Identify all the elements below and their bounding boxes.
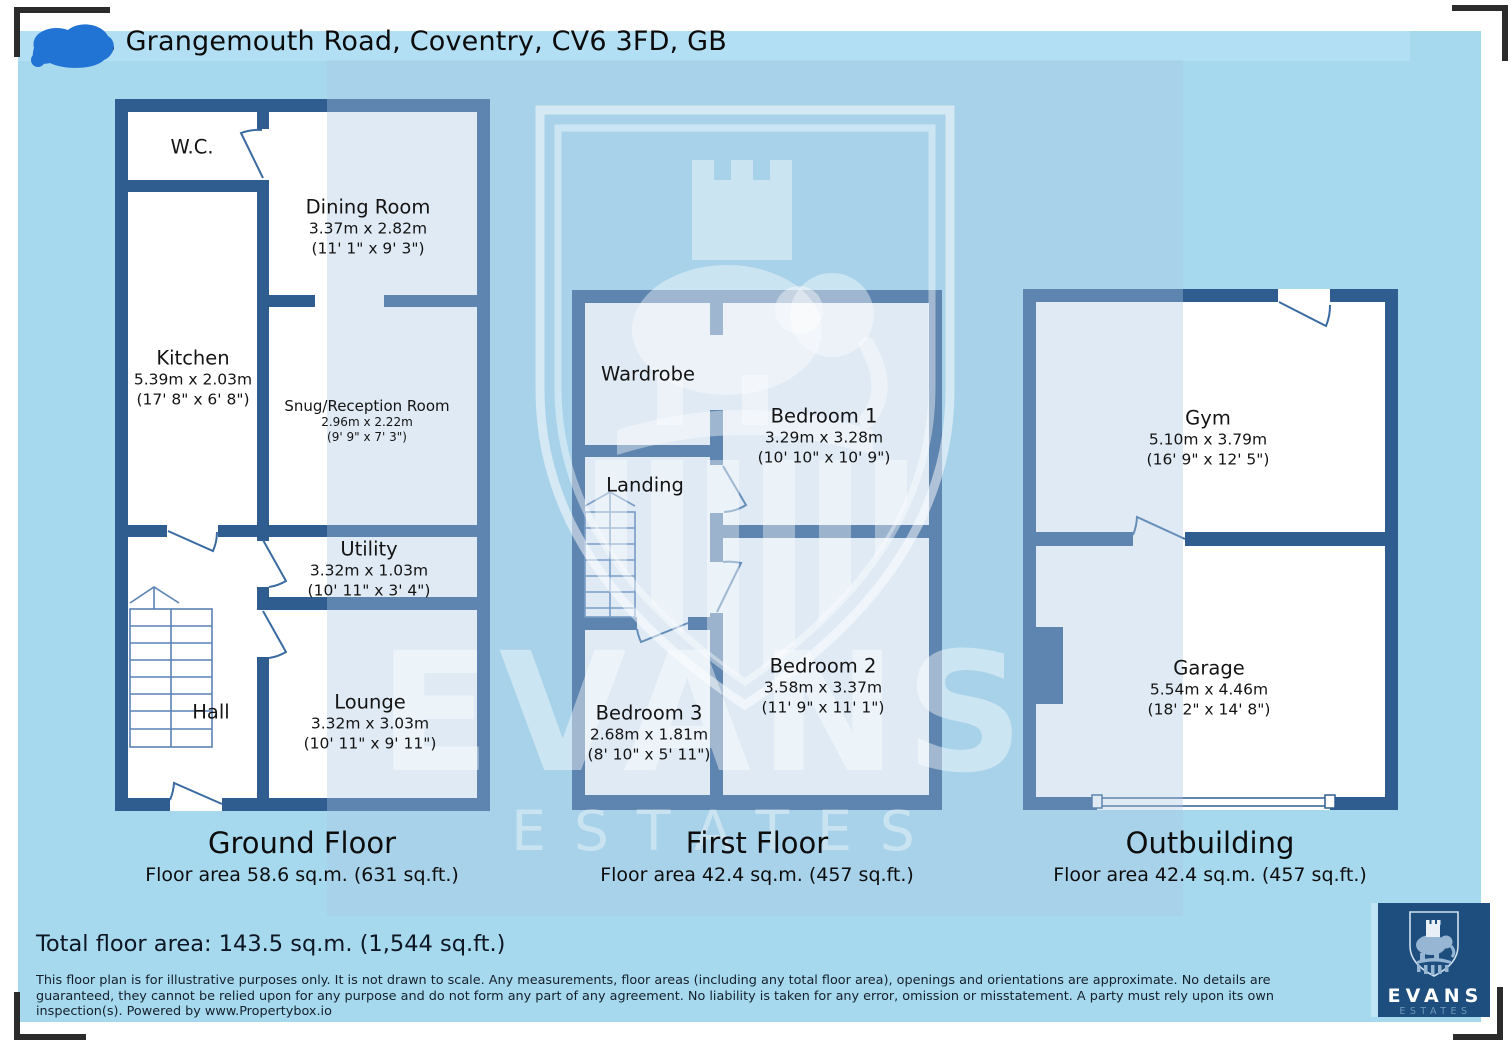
room-label-utility: Utility 3.32m x 1.03m (10' 11" x 3' 4") bbox=[307, 537, 431, 600]
corner-bracket bbox=[1502, 5, 1508, 61]
logo-brand-text: EVANS bbox=[1387, 985, 1484, 1007]
corner-bracket bbox=[14, 7, 110, 13]
room-label-kitchen: Kitchen 5.39m x 2.03m (17' 8" x 6' 8") bbox=[133, 346, 253, 409]
logo-tagline-text: ESTATES bbox=[1399, 1006, 1472, 1017]
ground-floor-stairs bbox=[129, 586, 213, 748]
corner-bracket bbox=[14, 1034, 86, 1040]
outbuilding-walls bbox=[1023, 289, 1398, 810]
room-label-gym: Gym 5.10m x 3.79m (16' 9" x 12' 5") bbox=[1146, 406, 1270, 469]
room-label-garage: Garage 5.54m x 4.46m (18' 2" x 14' 8") bbox=[1147, 656, 1271, 719]
ground-floor-title: Ground Floor Floor area 58.6 sq.m. (631 … bbox=[145, 826, 459, 886]
room-label-landing: Landing bbox=[606, 473, 684, 497]
outbuilding-plan bbox=[1023, 289, 1398, 810]
corner-bracket bbox=[14, 992, 20, 1040]
title-strip bbox=[18, 31, 1410, 61]
room-label-dining-room: Dining Room 3.37m x 2.82m (11' 1" x 9' 3… bbox=[305, 195, 431, 258]
evans-estates-logo: EVANS ESTATES bbox=[1378, 903, 1490, 1017]
address-redaction-scribble bbox=[31, 24, 114, 68]
room-label-bedroom-2: Bedroom 2 3.58m x 3.37m (11' 9" x 11' 1"… bbox=[761, 654, 885, 717]
page-title: , Grangemouth Road, Coventry, CV6 3FD, G… bbox=[108, 26, 728, 57]
ground-floor-walls bbox=[115, 99, 490, 811]
disclaimer-text: This floor plan is for illustrative purp… bbox=[36, 973, 1274, 1020]
room-label-hall: Hall bbox=[192, 700, 230, 724]
room-label-snug-reception: Snug/Reception Room 2.96m x 2.22m (9' 9"… bbox=[284, 397, 450, 444]
corner-bracket bbox=[1452, 5, 1508, 11]
room-label-wc: W.C. bbox=[170, 135, 214, 159]
room-label-bedroom-1: Bedroom 1 3.29m x 3.28m (10' 10" x 10' 9… bbox=[757, 404, 891, 467]
total-floor-area: Total floor area: 143.5 sq.m. (1,544 sq.… bbox=[36, 931, 506, 957]
evans-logo-shield-icon bbox=[1409, 911, 1459, 977]
room-label-wardrobe: Wardrobe bbox=[601, 362, 695, 386]
logo-edge-sliver bbox=[1371, 903, 1378, 1017]
ground-floor-plan bbox=[115, 99, 490, 811]
corner-bracket bbox=[14, 7, 20, 57]
first-floor-title: First Floor Floor area 42.4 sq.m. (457 s… bbox=[600, 826, 914, 886]
outbuilding-title: Outbuilding Floor area 42.4 sq.m. (457 s… bbox=[1053, 826, 1367, 886]
room-label-bedroom-3: Bedroom 3 2.68m x 1.81m (8' 10" x 5' 11"… bbox=[587, 701, 711, 764]
room-label-lounge: Lounge 3.32m x 3.03m (10' 11" x 9' 11") bbox=[303, 690, 437, 753]
corner-bracket bbox=[1453, 1034, 1503, 1040]
corner-bracket bbox=[1497, 987, 1503, 1040]
garage-door bbox=[1091, 794, 1336, 809]
